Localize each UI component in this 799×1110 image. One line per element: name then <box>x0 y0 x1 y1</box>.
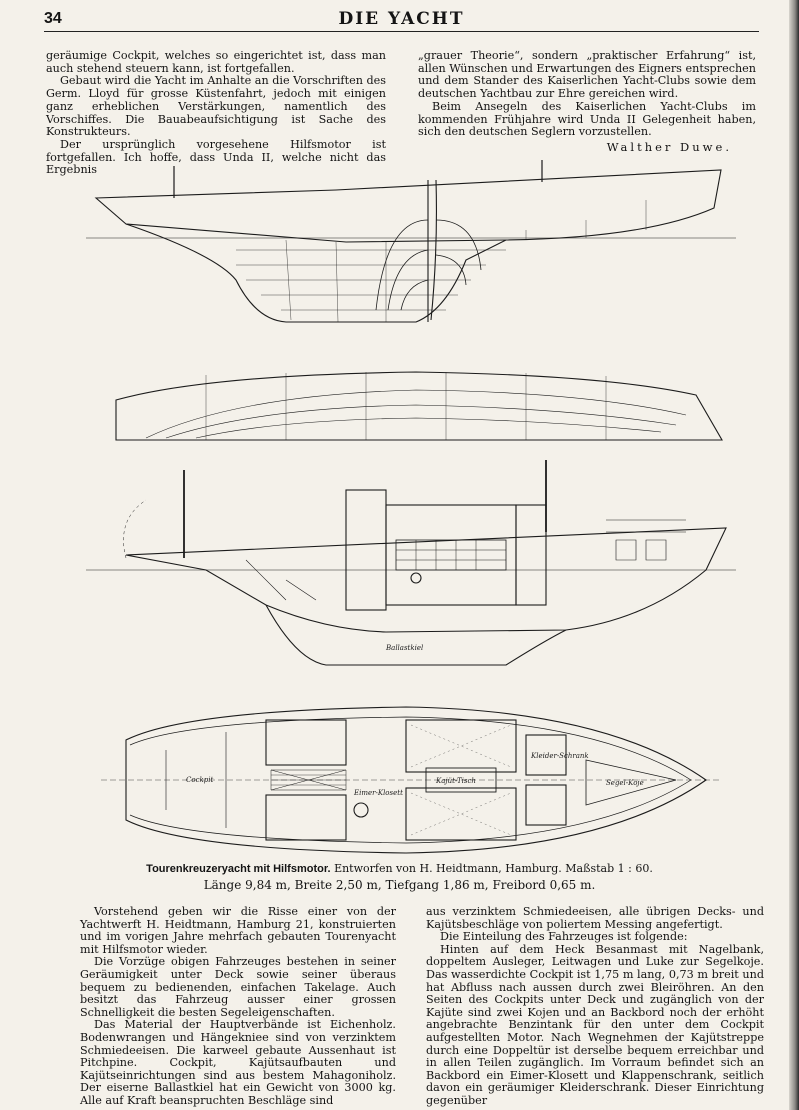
label-wardrobe: Kleider-Schrank <box>530 752 589 760</box>
paragraph: Der ursprünglich vorgesehene Hilfsmotor … <box>46 137 386 177</box>
caption-scale: Maßstab 1 : 60. <box>565 862 653 875</box>
profile-lines-view <box>86 160 736 323</box>
paragraph: geräumige Cockpit, welches so eingericht… <box>46 49 386 75</box>
longitudinal-section-view <box>86 460 736 666</box>
article-top-right-column: „grauer Theorie“, sondern „praktischer E… <box>418 49 756 154</box>
deck-plan-view <box>101 706 721 854</box>
caption-title: Tourenkreuzeryacht mit Hilfsmotor. <box>146 863 331 875</box>
paragraph: Gebaut wird die Yacht im Anhalte an die … <box>46 74 386 139</box>
paragraph: Das Material der Hauptverbände ist Eiche… <box>80 1018 396 1107</box>
label-ballast: Ballastkiel <box>385 644 423 652</box>
label-cabin-table: Kajüt-Tisch <box>435 777 476 785</box>
half-breadth-view <box>115 371 723 441</box>
yacht-plans-drawing: Ballastkiel Kajüt-Tisch Kleider-Schrank … <box>86 160 736 860</box>
paragraph: Hinten auf dem Heck Besanmast mit Nagelb… <box>426 942 764 1107</box>
paragraph: Die Einteilung des Fahrzeuges ist folgen… <box>440 930 688 944</box>
figure-caption: Tourenkreuzeryacht mit Hilfsmotor. Entwo… <box>40 862 759 875</box>
paragraph: „grauer Theorie“, sondern „praktischer E… <box>418 49 756 101</box>
article-top-left-column: geräumige Cockpit, welches so eingericht… <box>46 49 386 177</box>
label-toilet: Eimer-Klosett <box>353 789 403 797</box>
author-signature: Walther Duwe. <box>606 139 732 154</box>
label-cockpit: Cockpit <box>186 776 213 784</box>
paragraph: Beim Ansegeln des Kaiserlichen Yacht-Clu… <box>418 99 756 139</box>
caption-dimensions: Länge 9,84 m, Breite 2,50 m, Tiefgang 1,… <box>203 878 596 892</box>
caption-designer: Entworfen von H. Heidtmann, Hamburg. <box>334 862 562 875</box>
yacht-plans-svg: Ballastkiel Kajüt-Tisch Kleider-Schrank … <box>86 160 736 854</box>
label-sail-berth: Segel-Koje <box>606 779 644 787</box>
paragraph: Vorstehend geben wir die Risse einer von… <box>80 905 396 956</box>
running-title: DIE YACHT <box>338 9 465 29</box>
paragraph: Die Vorzüge obigen Fahrzeuges bestehen i… <box>80 955 396 1019</box>
article-bottom-left-column: Vorstehend geben wir die Risse einer von… <box>80 905 396 1108</box>
page-number: 34 <box>44 10 62 27</box>
article-bottom-right-column: aus verzinktem Schmiedeeisen, alle übrig… <box>426 905 764 1108</box>
paragraph: aus verzinktem Schmiedeeisen, alle übrig… <box>426 905 764 931</box>
page-header: 34 DIE YACHT <box>44 8 759 32</box>
scan-edge-shadow <box>789 0 799 1110</box>
